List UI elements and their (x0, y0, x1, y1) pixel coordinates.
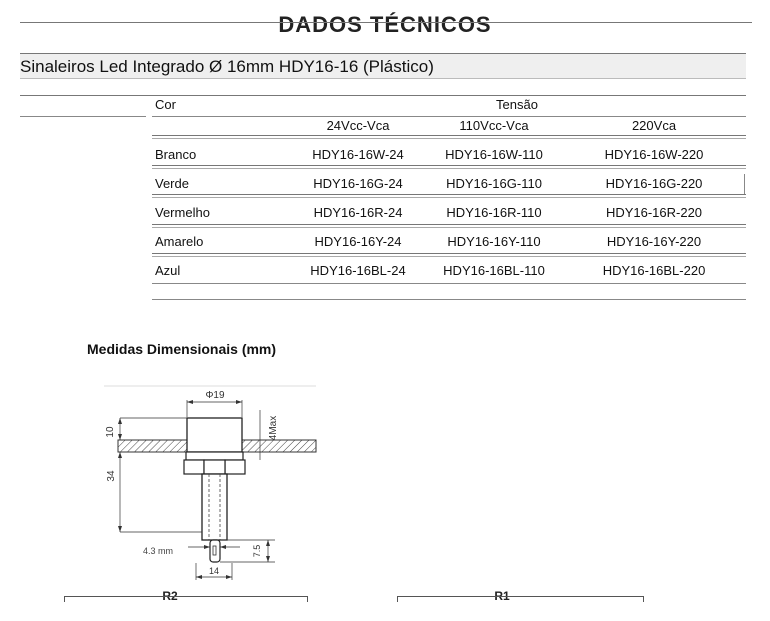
terminal-length-label: 7.5 (252, 545, 262, 558)
code-220: HDY16-16Y-220 (606, 234, 702, 249)
left-rule (20, 116, 146, 117)
row-divider (152, 165, 746, 169)
indicator-body (201, 473, 228, 541)
header-voltage: Tensão (496, 97, 538, 112)
code-110: HDY16-16R-110 (446, 205, 542, 220)
code-24: HDY16-16W-24 (312, 147, 404, 162)
dimensions-title: Medidas Dimensionais (mm) (87, 341, 277, 357)
code-24: HDY16-16Y-24 (314, 234, 402, 249)
nut-flange (185, 451, 244, 461)
table-bottom-rule (152, 299, 746, 300)
code-24: HDY16-16R-24 (313, 205, 403, 220)
code-220: HDY16-16W-220 (604, 147, 704, 162)
code-220: HDY16-16BL-220 (602, 263, 706, 278)
footer-right-bracket (397, 596, 644, 602)
product-title-band: Sinaleiros Led Integrado Ø 16mm HDY16-16… (20, 53, 746, 79)
row-color-label: Azul (155, 263, 181, 278)
product-title: Sinaleiros Led Integrado Ø 16mm HDY16-16… (20, 57, 434, 76)
heading-text: DADOS TÉCNICOS (278, 12, 492, 37)
diameter-label: Φ19 (205, 390, 225, 401)
indicator-head (186, 417, 243, 453)
table-top-rule (20, 95, 746, 96)
row-color-label: Verde (155, 176, 189, 191)
body-width-label: 14 (209, 566, 219, 576)
header-color: Cor (155, 97, 176, 112)
top-rule (20, 22, 752, 23)
row-divider (152, 135, 746, 139)
code-110: HDY16-16G-110 (446, 176, 542, 191)
code-220: HDY16-16G-220 (605, 176, 703, 191)
voltage-col-110: 110Vcc-Vca (459, 118, 529, 133)
row-color-label: Vermelho (155, 205, 210, 220)
row-divider (152, 283, 746, 284)
voltage-col-220: 220Vca (631, 118, 677, 133)
nut-right (224, 459, 246, 475)
row-divider (152, 253, 746, 257)
code-24: HDY16-16G-24 (313, 176, 403, 191)
thickness-label: 4Max (268, 416, 279, 440)
row-color-label: Amarelo (155, 234, 204, 249)
code-110: HDY16-16W-110 (445, 147, 543, 162)
body-length-label: 34 (106, 470, 117, 482)
row-color-label: Branco (155, 147, 197, 162)
row-divider (152, 224, 746, 228)
code-110: HDY16-16Y-110 (447, 234, 541, 249)
footer-left-bracket (64, 596, 308, 602)
terminal-spacing-label: 4.3 mm (143, 546, 173, 556)
row-divider (152, 194, 746, 198)
voltage-col-24: 24Vcc-Vca (326, 118, 390, 133)
header-divider (152, 116, 746, 117)
cell-border-tick (744, 174, 745, 194)
code-110: HDY16-16BL-110 (443, 263, 545, 278)
dimension-drawing: Φ19 4Max 10 34 4.3 mm 7.5 14 (104, 385, 317, 580)
code-220: HDY16-16R-220 (605, 205, 703, 220)
nut-left (183, 459, 205, 475)
head-height-label: 10 (105, 426, 116, 438)
code-24: HDY16-16BL-24 (310, 263, 406, 278)
clipped-heading: DADOS TÉCNICOS (0, 0, 770, 37)
